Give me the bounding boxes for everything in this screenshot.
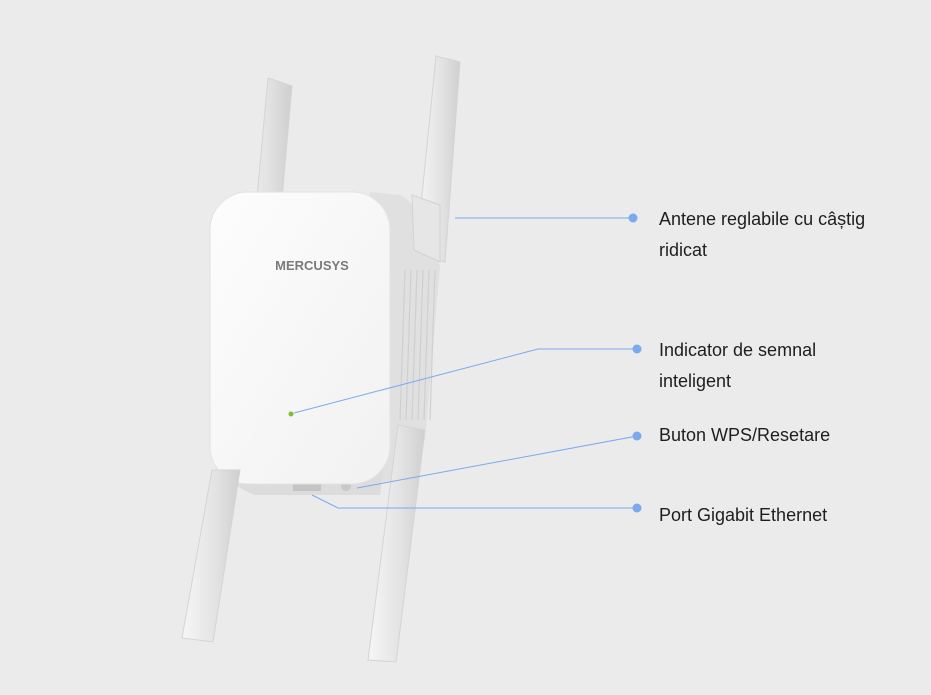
callout-text: Buton WPS/Resetare xyxy=(659,425,831,445)
callout-text: Port Gigabit Ethernet xyxy=(659,505,828,525)
callout-label-antennas: Antene reglabile cu câștig ridicat xyxy=(659,204,919,266)
callout-text: Indicator de semnal xyxy=(659,340,817,360)
callout-label-ethernet: Port Gigabit Ethernet xyxy=(659,500,919,531)
antenna-front-right xyxy=(367,424,426,663)
brand-logo: MERCUSYS xyxy=(275,258,349,273)
callout-label-indicator: Indicator de semnal inteligent xyxy=(659,335,919,397)
callout-line-ethernet xyxy=(311,494,637,509)
device-front xyxy=(209,191,391,485)
signal-led xyxy=(288,411,294,417)
callout-label-wps: Buton WPS/Resetare xyxy=(659,420,919,451)
callout-text: Antene reglabile cu câștig xyxy=(659,209,866,229)
callout-dot-ethernet xyxy=(632,503,642,513)
callout-dot-indicator xyxy=(632,344,642,354)
antenna-front-left xyxy=(181,469,241,643)
callout-dot-wps xyxy=(632,431,642,441)
callout-text: inteligent xyxy=(659,371,732,391)
callout-line-indicator xyxy=(293,348,637,414)
callout-dot-antennas xyxy=(628,213,638,223)
callout-text: ridicat xyxy=(659,240,708,260)
callout-line-wps xyxy=(356,435,638,489)
ethernet-port xyxy=(293,481,321,491)
